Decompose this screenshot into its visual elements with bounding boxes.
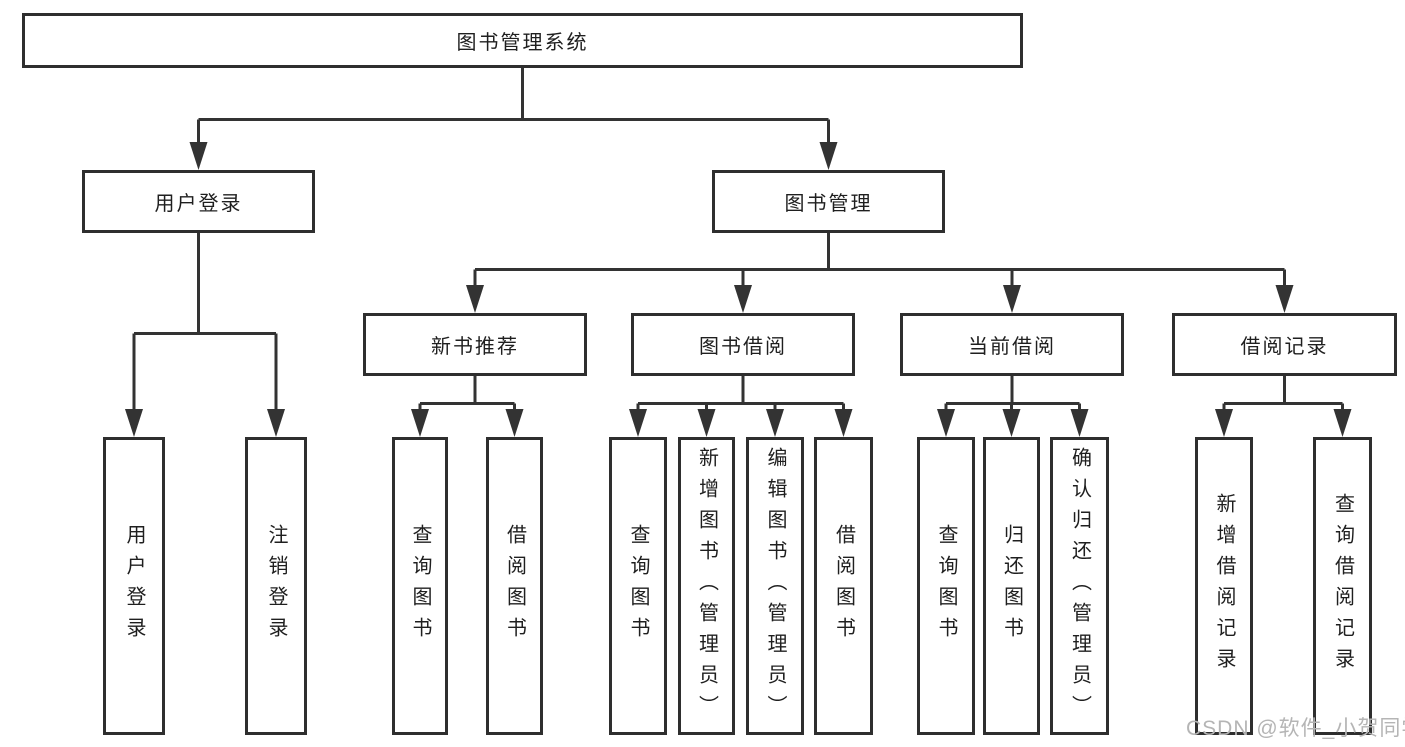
csdn-watermark: CSDN @软件_小贺同学 [1186, 717, 1405, 740]
leaf-label: 查询图书 [935, 524, 957, 648]
leaf-cb-query-books: 查询图书 [917, 437, 975, 735]
leaf-rec-borrow-books: 借阅图书 [486, 437, 543, 735]
leaf-user-login: 用户登录 [103, 437, 165, 735]
node-current-borrowing: 当前借阅 [900, 313, 1124, 376]
leaf-label: 编辑图书（管理员） [764, 446, 786, 726]
leaf-logout: 注销登录 [245, 437, 307, 735]
leaf-label: 注销登录 [265, 524, 287, 648]
node-book-management: 图书管理 [712, 170, 945, 233]
leaf-cb-return-books: 归还图书 [983, 437, 1040, 735]
node-label: 图书借阅 [699, 336, 787, 358]
node-new-book-recommend: 新书推荐 [363, 313, 587, 376]
leaf-label: 借阅图书 [832, 524, 855, 648]
node-label: 用户登录 [154, 193, 243, 215]
leaf-bb-add-books-admin: 新增图书（管理员） [678, 437, 735, 735]
leaf-label: 借阅图书 [503, 524, 526, 648]
leaf-label: 归还图书 [1000, 524, 1023, 648]
node-user-login: 用户登录 [82, 170, 315, 233]
leaf-label: 查询借阅记录 [1331, 493, 1354, 679]
node-library-system: 图书管理系统 [22, 13, 1023, 68]
leaf-label: 用户登录 [123, 524, 145, 648]
node-label: 当前借阅 [968, 336, 1056, 358]
leaf-br-query-record: 查询借阅记录 [1313, 437, 1372, 735]
leaf-label: 查询图书 [627, 524, 649, 648]
leaf-bb-borrow-books: 借阅图书 [814, 437, 873, 735]
node-borrowing-records: 借阅记录 [1172, 313, 1397, 376]
node-label: 图书管理系统 [456, 32, 589, 54]
node-label: 新书推荐 [431, 336, 519, 358]
leaf-label: 新增图书（管理员） [695, 446, 718, 726]
leaf-rec-query-books: 查询图书 [392, 437, 448, 735]
node-book-borrowing: 图书借阅 [631, 313, 855, 376]
leaf-bb-edit-books-admin: 编辑图书（管理员） [746, 437, 804, 735]
leaf-br-add-record: 新增借阅记录 [1195, 437, 1253, 735]
node-label: 借阅记录 [1240, 336, 1329, 358]
node-label: 图书管理 [784, 193, 873, 215]
leaf-cb-confirm-return-admin: 确认归还（管理员） [1050, 437, 1109, 735]
leaf-label: 查询图书 [409, 524, 431, 648]
leaf-label: 确认归还（管理员） [1068, 446, 1091, 726]
leaf-bb-query-books: 查询图书 [609, 437, 667, 735]
leaf-label: 新增借阅记录 [1213, 493, 1235, 679]
